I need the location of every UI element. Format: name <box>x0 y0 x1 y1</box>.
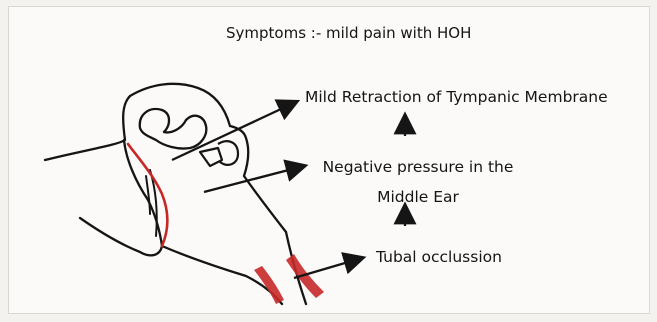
retraction-label: Mild Retraction of Tympanic Membrane <box>305 88 608 106</box>
ossicles <box>140 109 207 149</box>
arrow-to-retraction <box>172 102 296 160</box>
diagram-title: Symptoms :- mild pain with HOH <box>226 24 471 42</box>
arrow-to-tubal-occlusion <box>294 258 362 278</box>
tube-occlusion-mark <box>286 254 324 298</box>
tube-occlusion-mark <box>254 266 284 304</box>
tubal-occlusion-label: Tubal occlussion <box>376 248 502 266</box>
negative-pressure-label: Negative pressure in the Middle Ear <box>308 152 528 212</box>
